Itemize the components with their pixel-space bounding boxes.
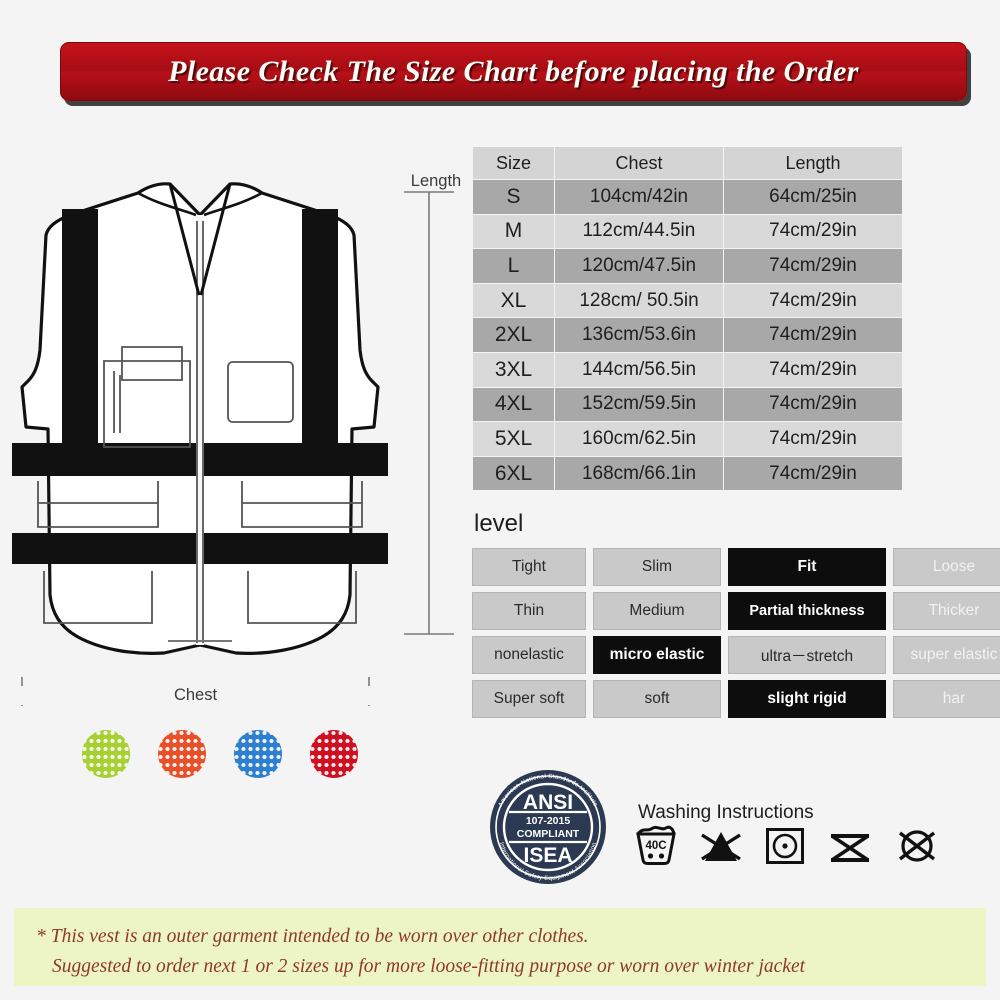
cell-length: 74cm/29in — [723, 351, 903, 388]
footer-line-2: Suggested to order next 1 or 2 sizes up … — [52, 956, 806, 978]
color-swatch-orange[interactable] — [158, 730, 206, 778]
cell-length: 74cm/29in — [723, 248, 903, 284]
footer-star: * — [36, 926, 46, 947]
cell-size: 2XL — [472, 317, 555, 353]
length-dimension-line — [404, 191, 454, 635]
wash-temp-label: 40C — [645, 840, 666, 852]
cell-length: 74cm/29in — [723, 421, 903, 457]
level-option[interactable]: soft — [593, 680, 721, 718]
cell-chest: 152cm/59.5in — [554, 386, 724, 423]
level-option[interactable]: har — [893, 680, 1000, 718]
cell-size: S — [472, 179, 555, 215]
ansi-standard-label: 107-2015 — [526, 815, 571, 827]
level-option[interactable]: Super soft — [472, 680, 586, 718]
footer-note: *This vest is an outer garment intended … — [14, 908, 986, 986]
length-label: Length — [410, 172, 462, 190]
ansi-isea-badge: American National Standards Institute In… — [490, 770, 606, 884]
cell-chest: 136cm/53.6in — [554, 317, 724, 353]
wash-40c-icon: 40C — [636, 825, 676, 865]
level-option[interactable]: Thicker — [893, 592, 1000, 630]
cell-chest: 168cm/66.1in — [554, 455, 724, 492]
tumble-dry-icon — [766, 828, 804, 864]
level-option[interactable]: Slim — [593, 548, 721, 586]
level-option[interactable]: Loose — [893, 548, 1000, 586]
level-option[interactable]: ultra－stretch — [728, 636, 886, 674]
cell-length: 74cm/29in — [723, 282, 903, 319]
cell-length: 74cm/29in — [723, 213, 903, 250]
cell-size: 3XL — [472, 351, 555, 388]
level-option[interactable]: micro elastic — [593, 636, 721, 674]
cell-chest: 112cm/44.5in — [554, 213, 724, 250]
level-option[interactable]: Tight — [472, 548, 586, 586]
color-swatch-red[interactable] — [310, 730, 358, 778]
color-swatch-blue[interactable] — [234, 730, 282, 778]
washing-instructions-title: Washing Instructions — [638, 802, 814, 823]
cell-chest: 160cm/62.5in — [554, 421, 724, 457]
cell-length: 74cm/29in — [723, 386, 903, 423]
mesh-pattern — [234, 730, 282, 778]
level-option[interactable]: Partial thickness — [728, 592, 886, 630]
ansi-bottom-label: ISEA — [523, 844, 572, 867]
color-swatch-lime-green[interactable] — [82, 730, 130, 778]
banner-plate: Please Check The Size Chart before placi… — [60, 42, 967, 101]
footer-line-1: *This vest is an outer garment intended … — [36, 922, 968, 952]
cell-chest: 104cm/42in — [554, 179, 724, 215]
mesh-pattern — [310, 730, 358, 778]
footer-text-1: This vest is an outer garment intended t… — [50, 926, 589, 947]
ansi-top-label: ANSI — [523, 791, 573, 814]
level-option[interactable]: Thin — [472, 592, 586, 630]
do-not-iron-icon — [831, 834, 869, 862]
table-header-size: Size — [472, 146, 555, 180]
table-header-length: Length — [723, 146, 903, 180]
ansi-compliant-label: COMPLIANT — [517, 828, 580, 840]
banner-title: Please Check The Size Chart before placi… — [168, 54, 859, 88]
cell-size: L — [472, 248, 555, 284]
level-option[interactable]: Fit — [728, 548, 886, 586]
level-option[interactable]: slight rigid — [728, 680, 886, 718]
mesh-pattern — [158, 730, 206, 778]
table-header-chest: Chest — [554, 146, 724, 180]
level-section-title: level — [474, 510, 524, 537]
cell-size: M — [472, 213, 555, 250]
do-not-dry-clean-icon — [898, 830, 936, 862]
cell-length: 64cm/25in — [723, 179, 903, 215]
cell-chest: 120cm/47.5in — [554, 248, 724, 284]
cell-chest: 144cm/56.5in — [554, 351, 724, 388]
level-option[interactable]: super elastic — [893, 636, 1000, 674]
cell-length: 74cm/29in — [723, 317, 903, 353]
cell-size: 5XL — [472, 421, 555, 457]
header-banner: Please Check The Size Chart before placi… — [60, 42, 967, 101]
do-not-bleach-icon — [701, 832, 741, 861]
cell-size: 6XL — [472, 455, 555, 492]
level-option[interactable]: Medium — [593, 592, 721, 630]
cell-size: 4XL — [472, 386, 555, 423]
vest-illustration — [0, 175, 400, 675]
mesh-pattern — [82, 730, 130, 778]
color-swatch-group — [82, 730, 358, 778]
cell-size: XL — [472, 282, 555, 319]
chest-label: Chest — [18, 686, 373, 705]
cell-chest: 128cm/ 50.5in — [554, 282, 724, 319]
level-option[interactable]: nonelastic — [472, 636, 586, 674]
vest-drawing — [12, 182, 388, 655]
washing-symbol-row: 40C — [634, 824, 940, 866]
cell-length: 74cm/29in — [723, 455, 903, 492]
